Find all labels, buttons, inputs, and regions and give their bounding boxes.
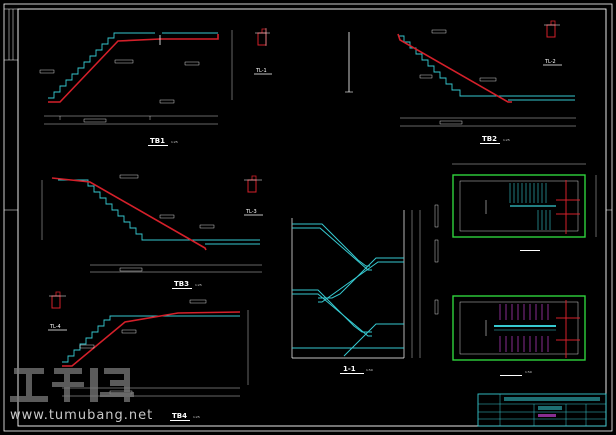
view-title-underline xyxy=(170,420,190,421)
stair-profile xyxy=(62,315,240,363)
view-title: TB4 xyxy=(172,412,187,420)
view-tb1[interactable]: TB1 1:25 xyxy=(39,30,233,146)
stair-profile xyxy=(48,32,155,99)
rebar-marks xyxy=(556,180,580,234)
view-title: TB2 xyxy=(482,135,497,143)
detail-tl3[interactable]: TL-3 xyxy=(244,175,263,216)
view-tb3[interactable]: TB3 1:25 xyxy=(41,174,262,289)
stair-slab xyxy=(62,311,241,367)
detail-tl2[interactable]: TL-2 xyxy=(543,20,562,66)
view-tb2[interactable]: TB2 1:25 xyxy=(345,29,576,144)
dimension-lines xyxy=(62,299,240,397)
view-title-underline xyxy=(520,250,540,251)
detail-label: TL-4 xyxy=(49,324,61,330)
detail-tl4[interactable]: TL-4 xyxy=(48,291,67,331)
detail-tl1[interactable]: TL-1 xyxy=(254,28,272,75)
dimension-lines xyxy=(411,204,439,358)
stair-slab xyxy=(48,34,219,103)
section-1-1[interactable]: 1-1 1:50 xyxy=(291,204,439,374)
detail-label: TL-2 xyxy=(544,59,556,65)
detail-label: TL-1 xyxy=(255,68,267,74)
view-scale: 1:50 xyxy=(525,370,532,374)
plan-bottom[interactable]: 1:50 xyxy=(452,295,586,376)
stair-slab xyxy=(397,33,512,103)
rebar-marks xyxy=(556,300,580,358)
view-title: TB1 xyxy=(150,137,165,145)
view-tb4[interactable]: TB4 1:25 xyxy=(62,299,249,421)
drawing-frame xyxy=(3,3,613,432)
view-title-underline xyxy=(480,143,500,144)
dimension-lines xyxy=(400,29,576,127)
dimension-lines xyxy=(39,30,233,125)
tumubang-logo-icon xyxy=(10,368,134,402)
view-title: 1-1 xyxy=(343,365,356,373)
view-scale: 1:25 xyxy=(195,283,202,287)
view-scale: 1:25 xyxy=(503,138,510,142)
view-title: TB3 xyxy=(174,280,189,288)
view-title-underline xyxy=(172,288,192,289)
stair-treads xyxy=(509,183,556,230)
watermark-url: www.tumubang.net xyxy=(10,408,153,423)
view-scale: 1:25 xyxy=(193,415,200,419)
stair-treads xyxy=(499,304,549,352)
title-block[interactable] xyxy=(477,393,607,427)
plan-top[interactable] xyxy=(452,163,597,251)
dimension-lines xyxy=(41,174,262,273)
stair-profile xyxy=(58,179,260,241)
view-title-underline xyxy=(340,373,364,374)
stair-profile xyxy=(398,35,575,97)
watermark: www.tumubang.net xyxy=(10,368,153,423)
section-flights xyxy=(292,223,404,357)
view-scale: 1:25 xyxy=(171,140,178,144)
view-scale: 1:50 xyxy=(366,368,373,372)
stair-slab xyxy=(51,177,207,251)
view-title-underline xyxy=(148,145,168,146)
view-title-underline xyxy=(500,375,522,376)
detail-label: TL-3 xyxy=(245,209,257,215)
